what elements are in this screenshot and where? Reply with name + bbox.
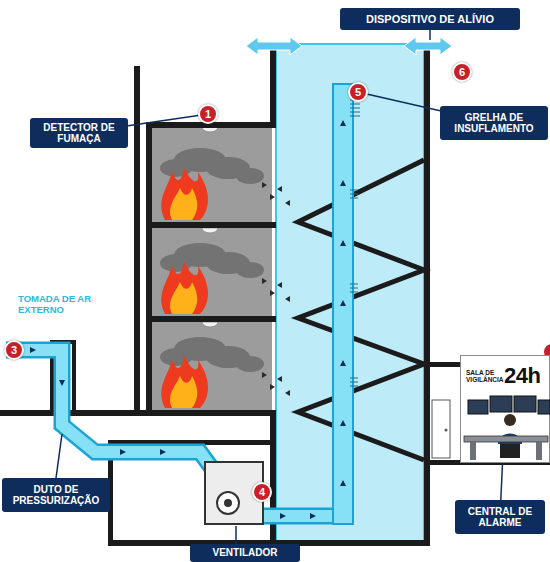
door bbox=[432, 400, 450, 458]
desk-leg bbox=[536, 442, 542, 460]
callout-number: 5 bbox=[348, 82, 368, 102]
supply-grille bbox=[350, 96, 360, 386]
callout-number: 1 bbox=[198, 104, 218, 124]
walls bbox=[0, 42, 550, 546]
room bbox=[148, 127, 272, 222]
room bbox=[148, 228, 272, 316]
label-text: GRELHA DE INSUFLAMENTO bbox=[444, 112, 544, 135]
leader-line bbox=[128, 115, 198, 125]
label-box: GRELHA DE INSUFLAMENTO bbox=[440, 106, 548, 140]
relief-arrow bbox=[246, 37, 302, 55]
callout-text: 5 bbox=[355, 86, 361, 98]
room bbox=[148, 322, 272, 410]
label-box: DETECTOR DE FUMAÇA bbox=[30, 118, 128, 148]
callout-text: 4 bbox=[259, 486, 265, 498]
label-text: VENTILADOR bbox=[213, 547, 278, 559]
pressurization-duct-inner bbox=[6, 350, 343, 516]
label-text: DISPOSITIVO DE ALÍVIO bbox=[366, 13, 494, 26]
callout-number: 3 bbox=[4, 340, 24, 360]
fan-wheel bbox=[217, 492, 239, 514]
relief-arrow bbox=[404, 37, 452, 55]
smoke bbox=[160, 148, 264, 372]
callout-text: 1 bbox=[205, 108, 211, 120]
label-box: DUTO DE PRESSURIZAÇÃO bbox=[2, 478, 110, 512]
chair bbox=[500, 444, 520, 458]
smoke-particles bbox=[262, 182, 290, 396]
vertical-duct bbox=[333, 84, 353, 524]
stairs bbox=[298, 160, 424, 460]
callout-number: 4 bbox=[252, 482, 272, 502]
desk-leg bbox=[470, 442, 476, 460]
pressurization-duct bbox=[6, 350, 343, 516]
callout-number: 6 bbox=[452, 62, 472, 82]
inlet-label: TOMADA DE AR EXTERNO bbox=[18, 294, 100, 316]
leader-line bbox=[368, 94, 440, 110]
door-knob bbox=[445, 429, 448, 432]
label-text: DETECTOR DE FUMAÇA bbox=[34, 122, 124, 145]
label-text: CENTRAL DE ALARME bbox=[459, 506, 541, 529]
leader-line bbox=[501, 463, 503, 500]
callout-text: 6 bbox=[459, 66, 465, 78]
label-box: VENTILADOR bbox=[190, 544, 300, 562]
desk bbox=[464, 436, 548, 442]
fire bbox=[161, 168, 208, 408]
label-text: DUTO DE PRESSURIZAÇÃO bbox=[6, 484, 106, 507]
operator bbox=[498, 414, 522, 444]
control-room-box: SALA DE VIGILÂNCIA24h bbox=[460, 355, 550, 463]
stair-shaft bbox=[276, 44, 424, 544]
monitors bbox=[468, 396, 550, 414]
callout-text: 3 bbox=[11, 344, 17, 356]
label-box: CENTRAL DE ALARME bbox=[455, 500, 545, 534]
fan-hub bbox=[224, 499, 232, 507]
label-box: DISPOSITIVO DE ALÍVIO bbox=[340, 8, 520, 30]
flow-arrows bbox=[30, 120, 346, 519]
leader-lines bbox=[56, 30, 430, 544]
label-text: SALA DE VIGILÂNCIA bbox=[466, 369, 504, 383]
label-text: 24h bbox=[504, 363, 540, 389]
